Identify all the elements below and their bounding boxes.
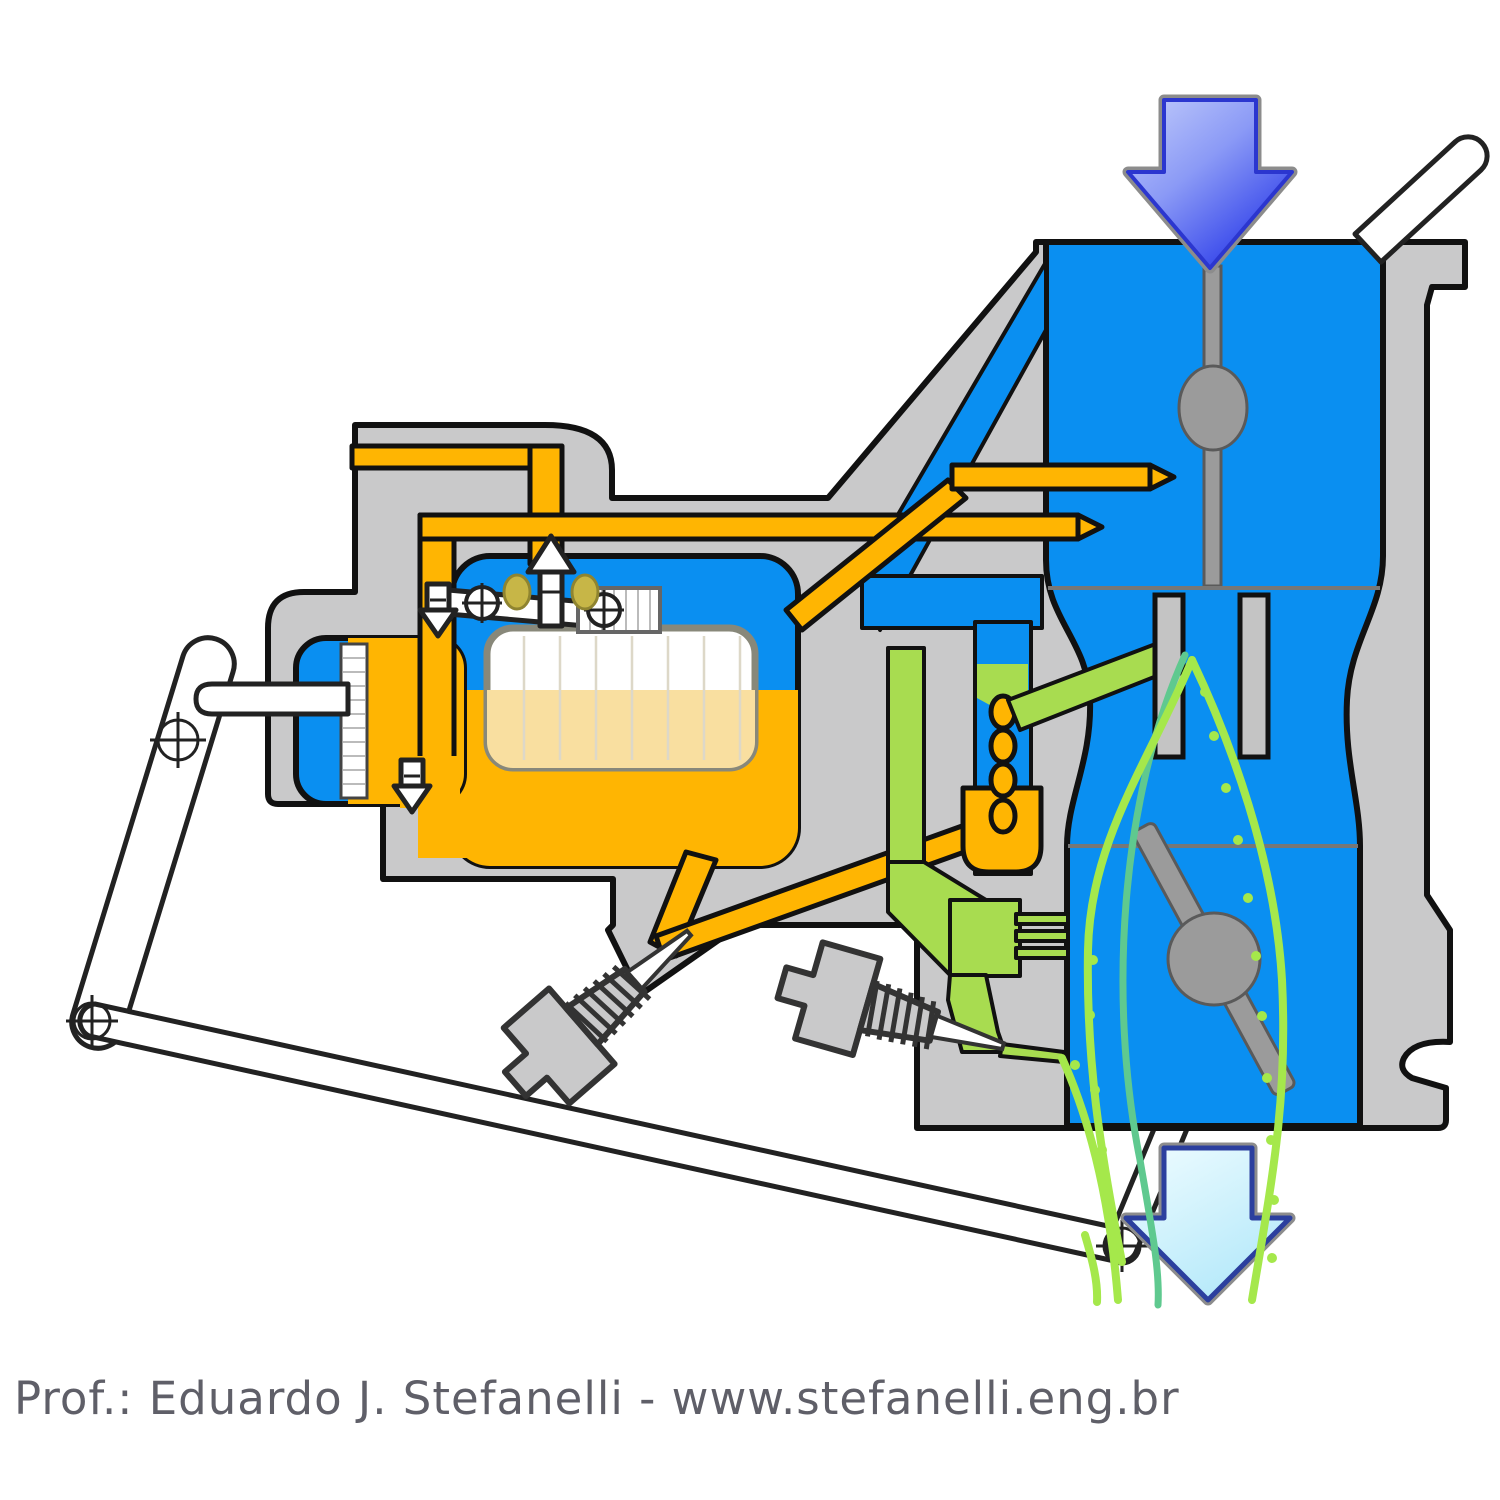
float-assembly xyxy=(433,533,759,772)
choke-shaft-boss xyxy=(1177,364,1249,452)
main-jet-screw xyxy=(483,895,722,1121)
bowl-vent-diagonal xyxy=(783,477,969,633)
air-intake-arrow xyxy=(1122,94,1298,274)
pivot-crosshair xyxy=(66,995,118,1047)
pump-push-rod xyxy=(193,681,351,717)
mixture-outlet-arrow xyxy=(1120,1142,1296,1306)
transfer-port xyxy=(1014,946,1070,960)
air-bleed-gallery xyxy=(860,574,1044,630)
float-ribs xyxy=(522,636,742,760)
choke-lever xyxy=(1352,134,1490,265)
gallery-tip xyxy=(1147,462,1177,492)
pivot-crosshair xyxy=(150,712,206,768)
bowl-vent-gallery xyxy=(949,462,1153,492)
pump-diaphragm xyxy=(339,642,369,800)
float-submerged xyxy=(487,690,755,768)
transfer-port xyxy=(1014,929,1070,943)
transfer-port xyxy=(1014,912,1070,926)
fuel-inlet-pipe xyxy=(349,443,541,471)
fuel-droplet xyxy=(988,797,1018,835)
fuel-droplet xyxy=(988,727,1018,765)
fuel-drip xyxy=(570,573,600,611)
float-needle-valve xyxy=(525,533,577,629)
attribution-caption: Prof.: Eduardo J. Stefanelli - www.stefa… xyxy=(14,1372,1180,1425)
throttle-shaft-boss xyxy=(1166,911,1262,1007)
inlet-check-valve xyxy=(417,581,459,639)
emulsion-well xyxy=(960,620,1044,876)
pivot-crosshair xyxy=(462,583,502,623)
fuel-droplet xyxy=(988,761,1018,799)
fuel-spray xyxy=(1058,651,1288,1309)
pump-discharge-gallery xyxy=(417,512,1081,542)
idle-circuit xyxy=(886,646,1070,1064)
pump-vertical-gallery xyxy=(417,512,457,770)
fuel-galleries xyxy=(349,443,1177,963)
gallery-tip xyxy=(1075,512,1105,542)
fuel-drip xyxy=(502,573,532,611)
outlet-check-valve xyxy=(391,757,433,815)
